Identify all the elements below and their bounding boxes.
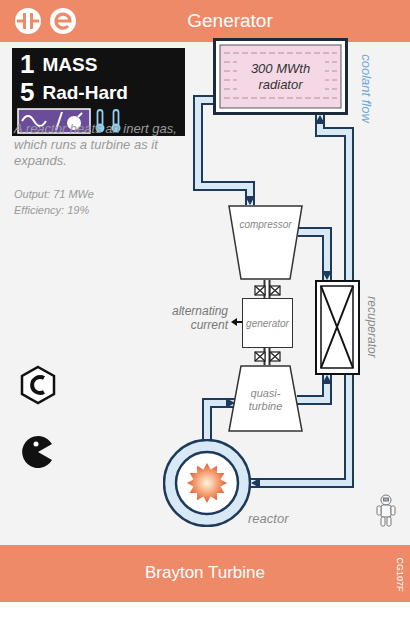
reactor-core [163, 439, 251, 527]
coolant-pipe [298, 232, 332, 280]
card-margin [0, 602, 410, 626]
recuperator-box: recuperator [315, 280, 360, 375]
hex-c-icon [22, 367, 54, 403]
mass-number: 1 [20, 49, 34, 79]
drive-shaft [267, 280, 268, 298]
current-label: alternating current [140, 304, 228, 332]
generator-box: generator [242, 298, 293, 348]
turbine-label: quasi-turbine [239, 387, 292, 413]
coolant-label: coolant flow [359, 54, 374, 123]
recuperator-label: recuperator [365, 296, 379, 357]
compressor-label: compressor [228, 219, 303, 230]
card-code: CG107F [393, 557, 404, 591]
current-arrow [231, 318, 242, 326]
generator-label: generator [246, 318, 289, 329]
description-text: A reactor heats an inert gas, which runs… [14, 121, 189, 169]
radhard-label: Rad-Hard [42, 82, 128, 104]
card-caption: Brayton Turbine [60, 563, 350, 583]
logo-icons [15, 8, 76, 34]
radhard-number: 5 [20, 77, 34, 107]
coolant-pipe [198, 100, 255, 205]
compressor-shape [228, 205, 303, 280]
reactor-label: reactor [248, 511, 288, 526]
efficiency-note: Efficiency: 19% [14, 204, 89, 216]
compressor-trapezoid: compressor [228, 205, 303, 280]
recuperator-cross [317, 282, 357, 372]
turbine-trapezoid: quasi-turbine [228, 365, 303, 432]
astronaut-figure [377, 495, 395, 526]
drive-shaft [267, 348, 268, 365]
mass-label: MASS [42, 54, 97, 76]
output-note: Output: 71 MWe [14, 188, 94, 200]
reactor-circle: reactor [163, 439, 251, 527]
card-title: Generator [110, 10, 350, 32]
radiator-label: 300 MWth radiator [237, 61, 325, 93]
pacman-icon [22, 436, 52, 468]
coolant-pipe [297, 375, 332, 400]
radiator-box: 300 MWth radiator [213, 38, 348, 115]
